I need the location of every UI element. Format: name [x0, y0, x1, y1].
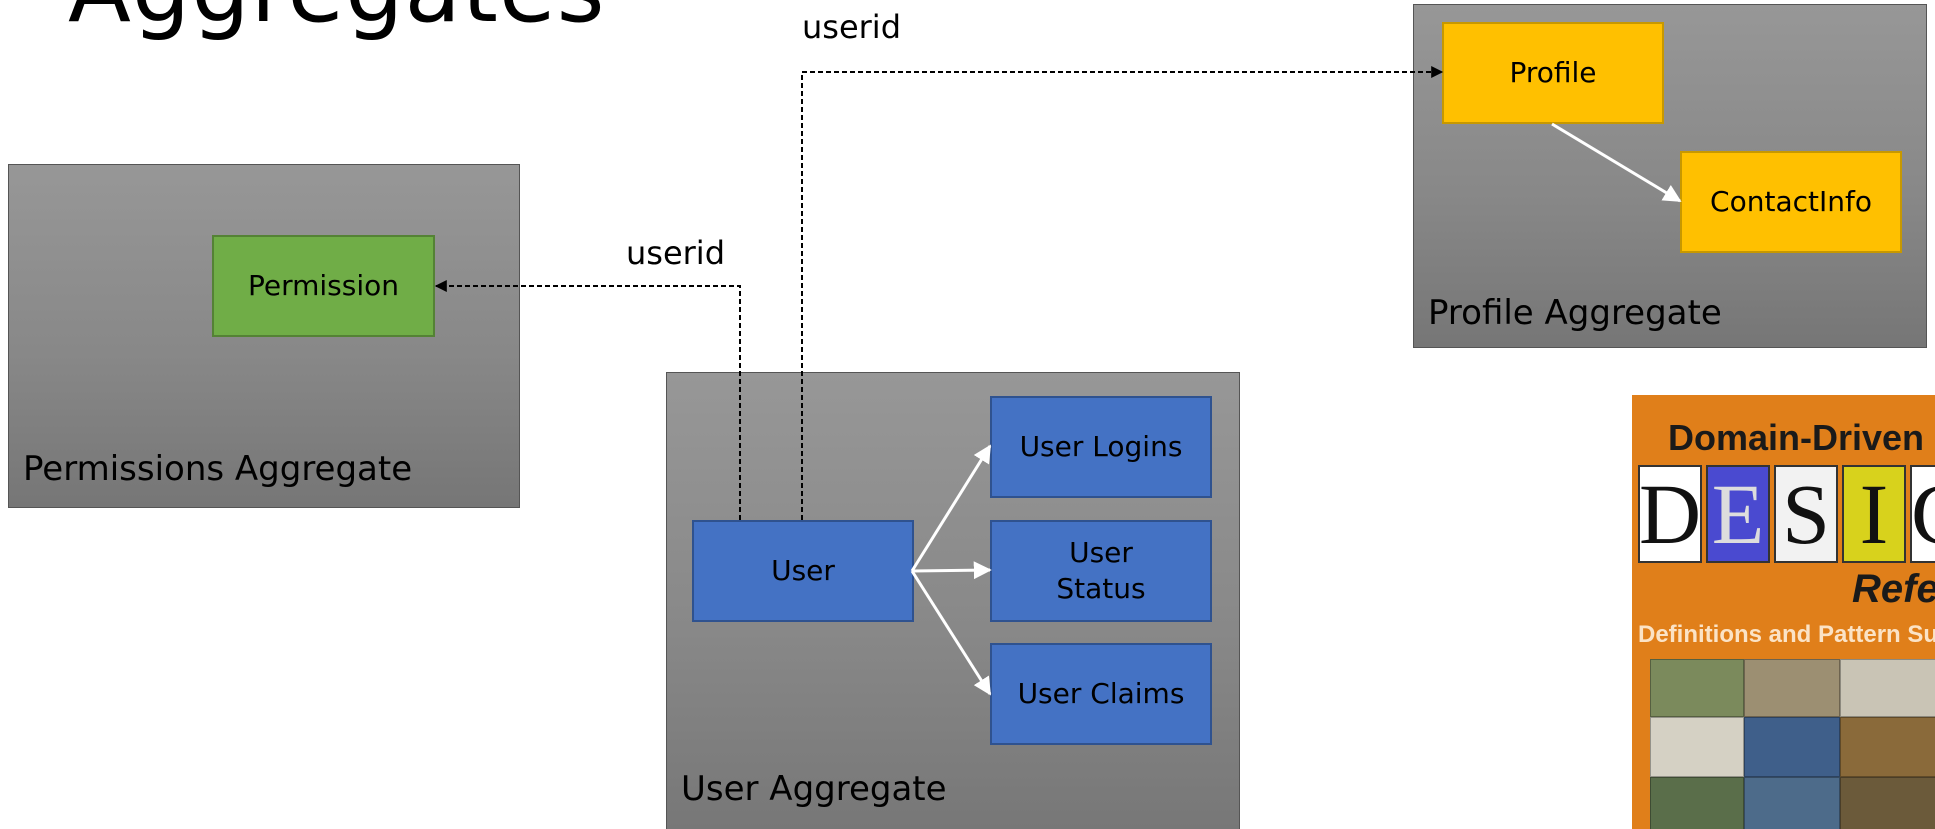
userid-label-to-permission: userid	[626, 234, 725, 272]
book-letter-d: D	[1638, 465, 1702, 563]
collage-tile	[1840, 717, 1935, 777]
book-series-title: Domain-Driven	[1668, 417, 1925, 458]
collage-tile	[1650, 659, 1744, 717]
permissions-aggregate-label: Permissions Aggregate	[23, 449, 413, 489]
collage-tile	[1650, 717, 1744, 777]
ddd-book-cover: Domain-Driven D E S I G Refere Definitio…	[1632, 395, 1935, 829]
book-letter-s: S	[1774, 465, 1838, 563]
collage-tile	[1744, 777, 1840, 829]
contact-info-entity: ContactInfo	[1680, 151, 1902, 253]
slide-title: Aggregates	[68, 0, 606, 36]
book-photo-collage	[1650, 659, 1935, 829]
permission-entity: Permission	[212, 235, 435, 337]
book-reference-word: Refere	[1852, 567, 1935, 611]
profile-aggregate-label: Profile Aggregate	[1428, 293, 1722, 333]
user-status-entity: User Status	[990, 520, 1212, 622]
book-letter-tiles: D E S I G	[1638, 465, 1935, 563]
user-status-label: User Status	[1056, 535, 1146, 605]
book-subtitle: Definitions and Pattern Sum	[1638, 621, 1935, 648]
collage-tile	[1744, 717, 1840, 777]
collage-tile	[1744, 659, 1840, 717]
collage-tile	[1840, 777, 1935, 829]
user-aggregate-label: User Aggregate	[681, 769, 947, 809]
user-logins-entity: User Logins	[990, 396, 1212, 498]
book-letter-g: G	[1910, 465, 1935, 563]
collage-tile	[1650, 777, 1744, 829]
profile-entity: Profile	[1442, 22, 1664, 124]
user-claims-entity: User Claims	[990, 643, 1212, 745]
collage-tile	[1840, 659, 1935, 717]
user-entity: User	[692, 520, 914, 622]
book-letter-i: I	[1842, 465, 1906, 563]
userid-label-to-profile: userid	[802, 8, 901, 46]
book-letter-e: E	[1706, 465, 1770, 563]
